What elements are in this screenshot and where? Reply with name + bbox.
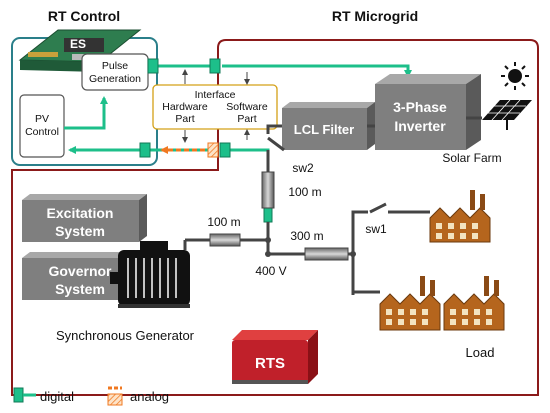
cable-100m-vertical — [261, 171, 275, 209]
interface-block: Interface Hardware Part Software Part — [152, 69, 278, 143]
governor-line2: System — [55, 281, 105, 297]
excitation-system-block: Excitation System — [22, 194, 147, 242]
software-part-line2: Part — [237, 113, 256, 125]
excitation-line1: Excitation — [47, 205, 114, 221]
pulse-generation-line1: Pulse — [102, 60, 128, 72]
rt-microgrid-panel: RT Microgrid — [11, 8, 539, 396]
hardware-part-line1: Hardware — [162, 101, 208, 113]
sw1-switch — [369, 202, 387, 214]
excitation-line2: System — [55, 223, 105, 239]
software-part-line1: Software — [226, 101, 268, 113]
governor-line1: Governor — [48, 263, 112, 279]
generator-icon — [110, 240, 190, 308]
solar-farm-label: Solar Farm — [442, 151, 501, 165]
legend-digital-label: digital — [40, 389, 74, 404]
pulse-generation-line2: Generation — [89, 73, 141, 85]
sw1-label: sw1 — [365, 222, 387, 236]
hardware-part-line2: Part — [175, 113, 194, 125]
line-300m-label: 300 m — [290, 229, 323, 243]
rts-label: RTS — [255, 355, 285, 372]
lcl-filter-block: LCL Filter — [282, 102, 375, 150]
rt-control-title: RT Control — [48, 8, 120, 24]
legend-analog-swatch — [107, 393, 123, 406]
power-lines — [185, 124, 430, 295]
pv-control-block: PV Control — [19, 94, 65, 158]
signal-connectors — [139, 58, 273, 223]
rt-microgrid-title: RT Microgrid — [332, 8, 418, 24]
solar-panel-icon — [482, 99, 532, 130]
legend: digital analog — [13, 386, 169, 406]
interface-title: Interface — [195, 89, 236, 101]
factory-icon-top — [429, 190, 491, 243]
line-100m-horizontal-label: 100 m — [207, 215, 240, 229]
line-100m-vertical-label: 100 m — [288, 185, 321, 199]
cable-100m-horizontal — [209, 233, 241, 247]
bus-voltage-label: 400 V — [255, 264, 286, 278]
signal-to-inverter — [222, 64, 412, 78]
lcl-filter-label: LCL Filter — [294, 122, 354, 137]
signal-pv-to-pulse — [64, 96, 108, 130]
cable-300m — [304, 247, 349, 261]
sun-icon — [501, 62, 529, 90]
load-label: Load — [466, 345, 495, 360]
factory-icon-bottom-left — [379, 276, 441, 331]
factory-icon-bottom-right — [443, 276, 505, 331]
es-label: ES — [70, 37, 86, 51]
sw2-switch — [267, 136, 285, 152]
pv-control-line2: Control — [25, 126, 59, 138]
synchronous-generator-label: Synchronous Generator — [56, 328, 195, 343]
rts-box: RTS — [232, 330, 318, 384]
pv-control-line1: PV — [35, 113, 49, 125]
legend-digital-swatch — [13, 387, 24, 403]
inverter-line1: 3-Phase — [393, 99, 447, 115]
legend-analog-label: analog — [130, 389, 169, 404]
sw2-label: sw2 — [292, 161, 314, 175]
inverter-block: 3-Phase Inverter — [375, 74, 481, 150]
inverter-line2: Inverter — [394, 118, 446, 134]
pulse-generation-block: Pulse Generation — [81, 53, 149, 91]
